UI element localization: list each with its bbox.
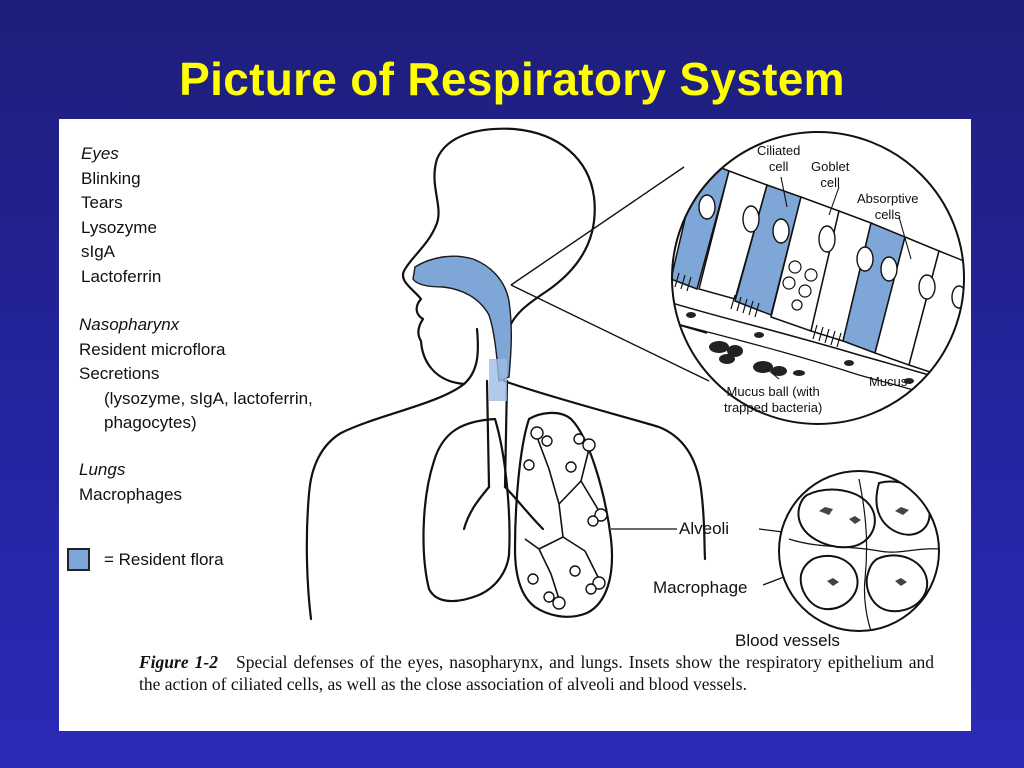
figure-panel: Eyes Blinking Tears Lysozyme sIgA Lactof…	[59, 119, 971, 731]
figure-number: Figure 1-2	[139, 652, 218, 672]
lung-left	[422, 417, 511, 603]
alveoli-inset-border	[778, 470, 940, 632]
eyes-item: Tears	[81, 193, 123, 212]
nasopharynx-defenses: Nasopharynx Resident microflora Secretio…	[79, 313, 313, 436]
goblet-cell-label: Goblet cell	[811, 159, 850, 190]
nasopharynx-item: Resident microflora	[79, 339, 226, 359]
eyes-item: Blinking	[81, 168, 141, 188]
lungs-defenses: Lungs Macrophages	[79, 458, 182, 507]
nasopharynx-subitem: (lysozyme, sIgA, lactoferrin,	[104, 388, 313, 408]
lungs-item: Macrophages	[79, 484, 183, 504]
eyes-item: Lactoferrin	[81, 266, 162, 286]
legend-label: = Resident flora	[104, 549, 224, 569]
nasopharynx-heading: Nasopharynx	[79, 315, 180, 334]
alveoli-label: Alveoli	[679, 519, 730, 538]
shoulders-outline	[305, 382, 466, 621]
respiratory-illustration	[305, 127, 965, 632]
eyes-item: Lysozyme	[81, 217, 157, 237]
eyes-defenses: Eyes Blinking Tears Lysozyme sIgA Lactof…	[81, 142, 161, 289]
mucus-ball-label: Mucus ball (with trapped bacteria)	[724, 384, 823, 415]
blood-vessels-label: Blood vessels	[735, 631, 840, 650]
mucus-label: Mucus	[869, 374, 908, 389]
eyes-item: sIgA	[81, 242, 116, 261]
human-figure	[305, 127, 707, 621]
legend: = Resident flora	[67, 548, 224, 571]
slide-title: Picture of Respiratory System	[179, 53, 845, 105]
head-outline	[401, 127, 596, 386]
upper-trachea-flora	[489, 359, 507, 401]
lungs-heading: Lungs	[79, 460, 126, 479]
legend-swatch	[67, 548, 90, 571]
absorptive-cells-label: Absorptive cells	[857, 191, 919, 222]
epithelium-inset-border	[671, 131, 965, 425]
eyes-heading: Eyes	[81, 144, 119, 163]
nasopharynx-item: Secretions	[79, 364, 160, 383]
lung-right	[513, 411, 614, 618]
ciliated-cell-label: Ciliated cell	[757, 143, 801, 174]
macrophage-label: Macrophage	[653, 578, 748, 597]
alveoli-inset	[779, 471, 939, 631]
nasopharynx-subitem: phagocytes)	[104, 413, 197, 432]
bronchial-tree	[523, 426, 608, 610]
epithelium-inset	[672, 132, 964, 424]
figure-caption-text: Special defenses of the eyes, nasopharyn…	[139, 652, 934, 694]
inset-connector-top	[510, 166, 710, 382]
